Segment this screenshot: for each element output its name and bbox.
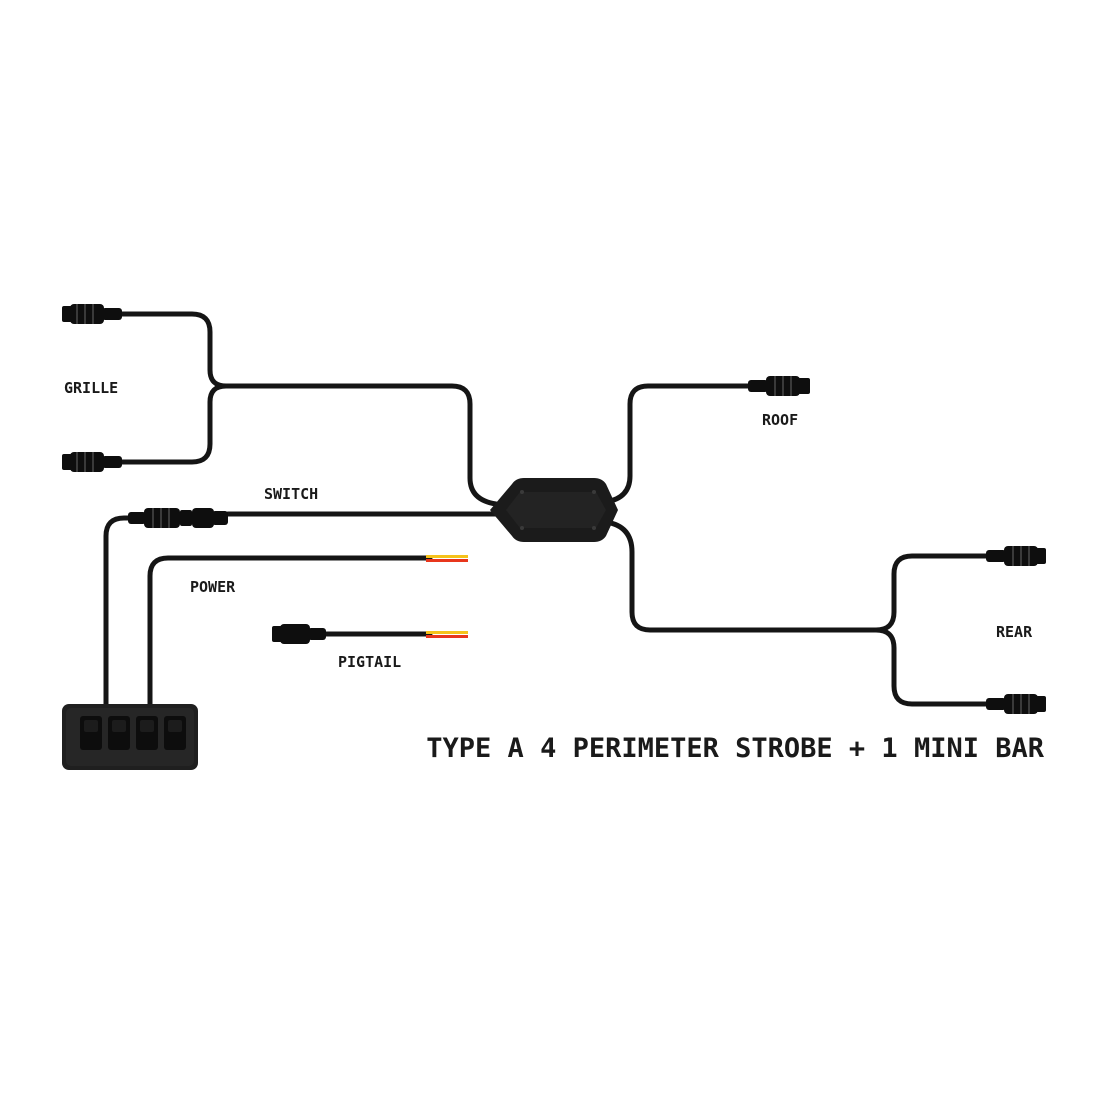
pigtail-label: PIGTAIL — [338, 653, 401, 671]
rear-cable-bottom — [873, 627, 993, 707]
roof-cable — [603, 383, 755, 505]
switch-connector — [128, 508, 228, 528]
power-cable — [147, 555, 433, 711]
rocker-switch-3 — [136, 716, 158, 750]
power-wire-yellow — [426, 555, 468, 558]
grille-trunk-cable — [223, 383, 499, 507]
pigtail-wire-yellow — [426, 631, 468, 634]
switch-label: SWITCH — [264, 485, 318, 503]
grille-harness: GRILLE — [62, 304, 499, 507]
rear-harness: REAR — [603, 519, 1046, 714]
switch-panel — [62, 704, 198, 770]
pigtail-wire-red — [426, 635, 468, 638]
rocker-switch-4 — [164, 716, 186, 750]
rear-cable-top — [873, 553, 993, 633]
roof-label: ROOF — [762, 411, 798, 429]
roof-connector — [748, 376, 810, 396]
switch-panel-cable-left — [103, 515, 145, 711]
power-label: POWER — [190, 578, 236, 596]
control-module — [490, 478, 618, 542]
rear-connector-top — [986, 546, 1046, 566]
pigtail-connector — [272, 624, 326, 644]
switch-harness: SWITCH — [103, 485, 499, 711]
grille-connector-bottom — [62, 452, 122, 472]
rear-label: REAR — [996, 623, 1033, 641]
pigtail-harness: PIGTAIL — [272, 624, 468, 671]
grille-cable-bottom — [117, 383, 229, 465]
grille-connector-top — [62, 304, 122, 324]
rear-trunk-cable — [603, 519, 879, 633]
roof-harness: ROOF — [603, 376, 810, 505]
diagram-title: TYPE A 4 PERIMETER STROBE + 1 MINI BAR — [426, 733, 1044, 764]
rocker-switch-2 — [108, 716, 130, 750]
grille-label: GRILLE — [64, 379, 118, 397]
power-harness: POWER — [147, 555, 468, 711]
rear-connector-bottom — [986, 694, 1046, 714]
grille-cable-top — [117, 311, 229, 389]
power-wire-red — [426, 559, 468, 562]
rocker-switch-1 — [80, 716, 102, 750]
